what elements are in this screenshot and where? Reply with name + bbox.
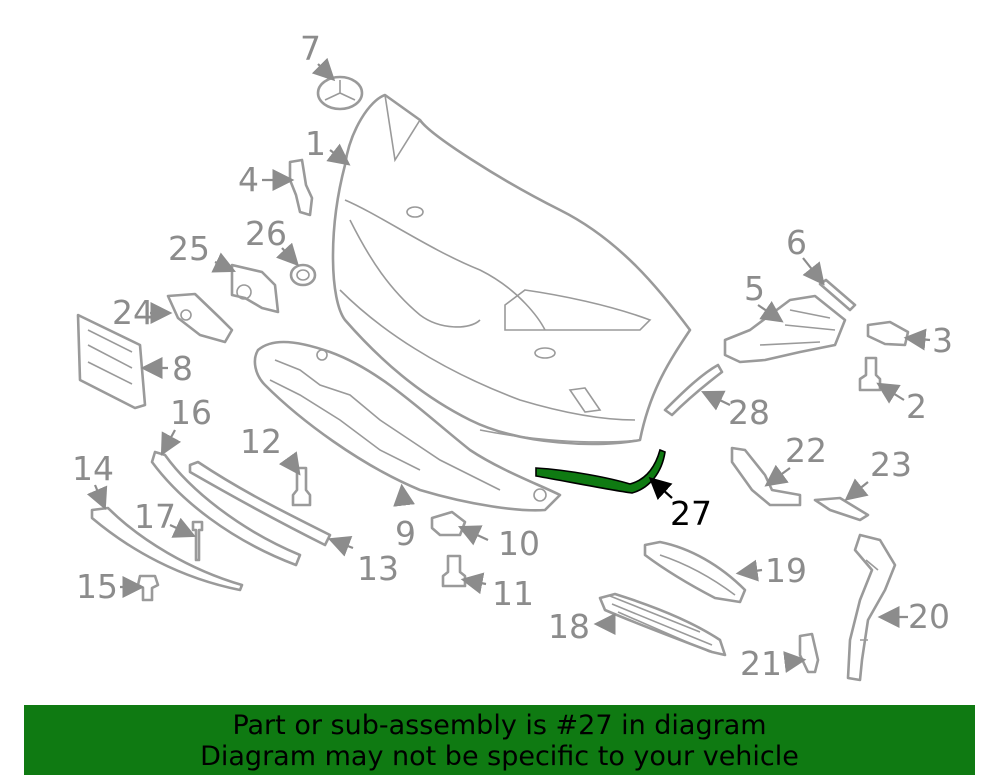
callout-4: 4 [238, 160, 259, 199]
part-18-grille [598, 592, 727, 657]
callout-12: 12 [240, 422, 282, 461]
part-13-trim-strip [188, 460, 332, 547]
callout-27: 27 [670, 494, 712, 533]
part-26-parking-sensor [289, 263, 317, 287]
part-19-grille-frame [643, 540, 747, 604]
callout-14: 14 [72, 449, 114, 488]
callout-8: 8 [172, 349, 193, 388]
callout-16: 16 [170, 393, 212, 432]
callout-23: 23 [870, 445, 912, 484]
callout-11: 11 [492, 574, 534, 613]
part-10-clip [430, 510, 467, 537]
callout-22: 22 [785, 431, 827, 470]
callout-labels: 7 1 4 25 26 24 8 16 12 14 17 9 10 13 15 … [72, 29, 953, 683]
part-8-license-bracket [76, 313, 147, 410]
callout-9: 9 [395, 514, 416, 553]
part-9-underbody-panel [253, 340, 562, 512]
part-15-clip [136, 574, 160, 602]
callout-18: 18 [548, 607, 590, 646]
part-7-emblem [316, 75, 364, 111]
part-2-screw [858, 356, 882, 392]
part-23-trim [813, 496, 870, 522]
part-25-sensor-holder [230, 263, 280, 314]
callout-2: 2 [906, 387, 927, 426]
part-27-highlighted-lip [535, 448, 666, 494]
info-banner: Part or sub-assembly is #27 in diagram D… [24, 705, 975, 775]
part-14-trim-strip [90, 506, 244, 592]
callout-28: 28 [728, 393, 770, 432]
banner-line-1: Part or sub-assembly is #27 in diagram [232, 710, 767, 741]
leader-lines [86, 57, 931, 673]
part-5-bracket [723, 294, 847, 364]
part-16-trim-strip [150, 450, 302, 567]
callout-21: 21 [740, 644, 782, 683]
part-4-bracket [288, 158, 314, 217]
callout-15: 15 [76, 567, 118, 606]
part-1-bumper-cover [331, 93, 692, 446]
callout-3: 3 [932, 321, 953, 360]
part-22-bracket [730, 446, 802, 507]
part-20-bracket [846, 533, 897, 682]
callout-5: 5 [744, 269, 765, 308]
callout-20: 20 [908, 597, 950, 636]
callout-17: 17 [134, 497, 176, 536]
callout-13: 13 [357, 549, 399, 588]
part-3-clip [866, 320, 910, 347]
callout-24: 24 [112, 293, 154, 332]
callout-19: 19 [765, 551, 807, 590]
part-17-bolt [191, 520, 204, 562]
part-21-bracket [798, 632, 820, 674]
callout-25: 25 [168, 229, 210, 268]
banner-line-2: Diagram may not be specific to your vehi… [200, 741, 799, 772]
callout-7: 7 [300, 29, 321, 68]
parts-diagram: 7 1 4 25 26 24 8 16 12 14 17 9 10 13 15 … [72, 29, 953, 683]
part-11-screw [441, 554, 467, 588]
part-12-bolt [291, 466, 312, 507]
callout-6: 6 [786, 223, 807, 262]
part-28-trim [663, 363, 724, 417]
callout-1: 1 [305, 124, 326, 163]
part-24-bracket [166, 292, 234, 344]
callout-26: 26 [245, 214, 287, 253]
callout-10: 10 [498, 524, 540, 563]
